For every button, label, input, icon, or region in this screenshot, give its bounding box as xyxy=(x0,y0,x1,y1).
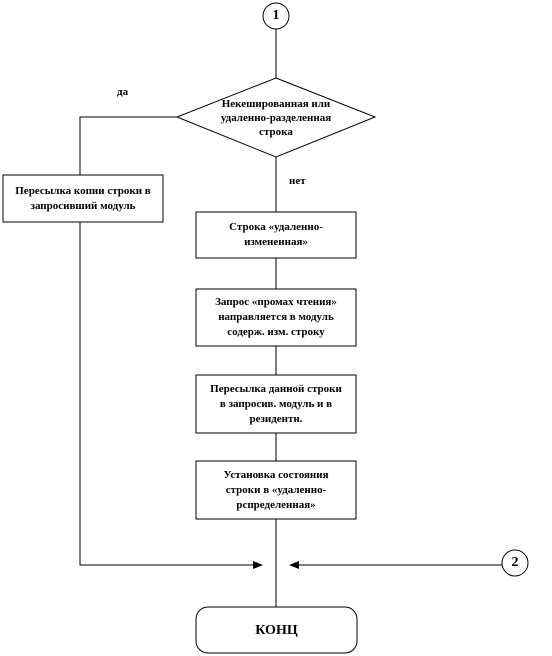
step-1-text: Строка «удаленно-измененная» xyxy=(229,221,323,248)
end-text: КОНЦ xyxy=(255,622,298,638)
step-2-text: Запрос «промах чтения» направляется в мо… xyxy=(215,296,337,338)
yes-process-box xyxy=(2,174,164,223)
decision-text: Некешированная или удаленно-разделенная … xyxy=(220,98,332,138)
no-label: нет xyxy=(289,175,306,187)
connector-2-circle xyxy=(501,549,529,577)
yes-process-text: Пересылка копии строки в запросивший мод… xyxy=(15,184,151,212)
connector-1-label: 1 xyxy=(272,8,280,23)
flow-line-yes-to-merge xyxy=(79,222,263,569)
yes-label: да xyxy=(117,86,129,98)
end-terminator xyxy=(195,606,358,654)
connector-2-label: 2 xyxy=(511,555,519,570)
flow-line-yes xyxy=(79,116,177,175)
step-3-box xyxy=(195,374,357,434)
step-3-text: Пересылка данной строки в запросив. моду… xyxy=(210,382,342,425)
step-4-text: Установка состояния строки в «удаленно-р… xyxy=(223,468,329,511)
